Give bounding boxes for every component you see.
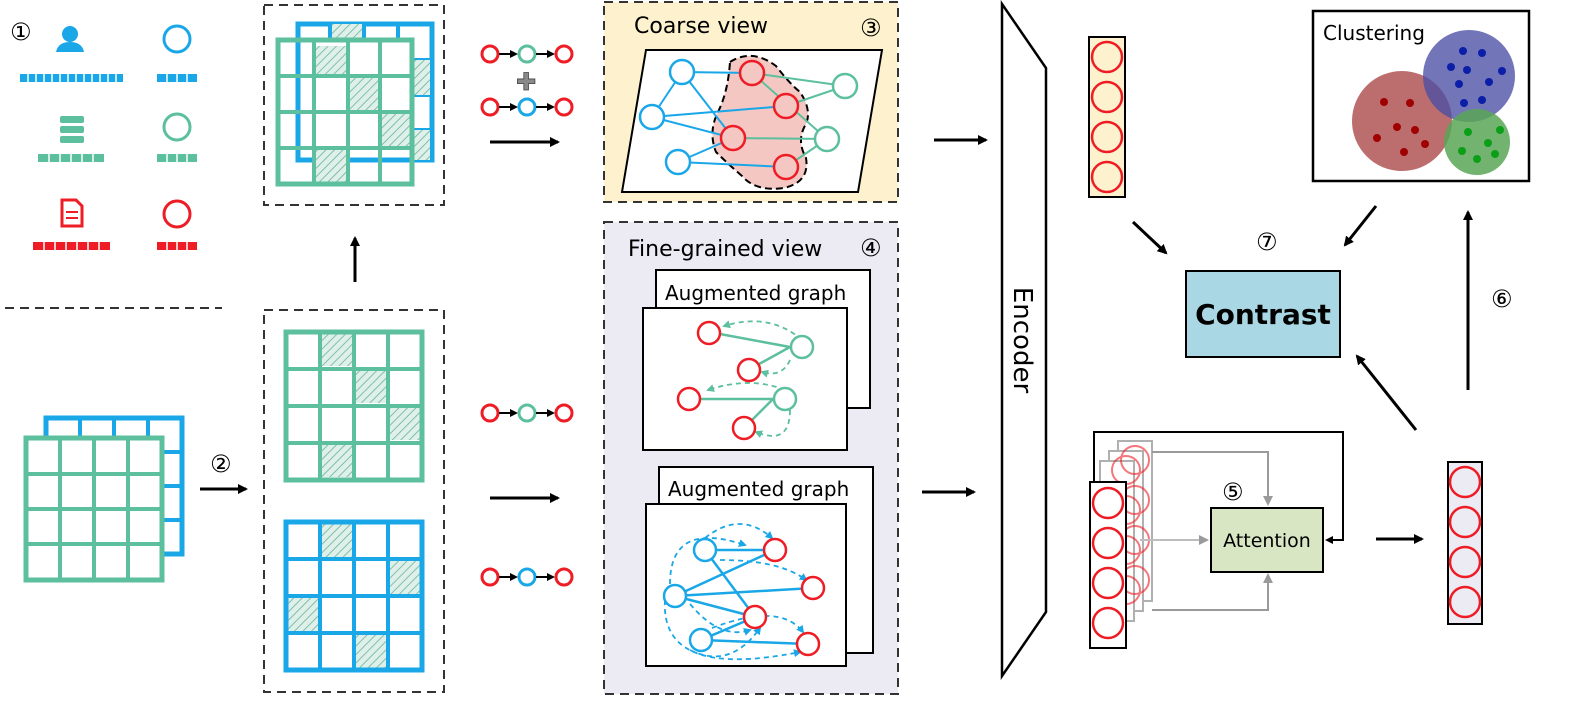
attention-module: Attention [1210,507,1324,573]
step-5-marker: ⑤ [1222,478,1244,506]
server-node-legend [162,112,192,142]
blue-matrix [283,519,425,673]
green-matrix [283,329,425,483]
augmented-graph-label-1: Augmented graph [665,281,846,305]
legend: ① [10,18,197,250]
encoder: Encoder [1000,0,1048,681]
cluster-green [1444,109,1510,175]
arrow-clustering-to-contrast [1343,205,1378,247]
fine-view-panel: Fine-grained view ④ Augmented graph Augm… [603,221,899,695]
contrast-label: Contrast [1195,298,1331,331]
fine-embedding-stack [1089,440,1153,649]
step-1-marker: ① [10,18,32,46]
fine-view-title: Fine-grained view [628,237,822,262]
coarse-embedding-vector [1088,36,1126,198]
metapath-matrices-box [263,309,445,693]
arrow-coarse-embedding-to-contrast [1131,220,1168,255]
server-icon [60,116,84,143]
coarse-view-panel: Coarse view ③ [603,1,899,203]
plus-icon: ✚ [516,68,536,96]
augmented-graph-label-2: Augmented graph [668,477,849,501]
coarse-view-title: Coarse view [634,14,768,39]
step-6-marker: ⑥ [1491,285,1513,313]
input-matrices [23,415,185,583]
fused-embedding-vector [1447,461,1483,625]
document-feature-bar [33,242,110,250]
metapath-chain-top-green [480,44,574,64]
attention-feeds [1093,431,1344,611]
merged-matrix [275,21,435,187]
step-4-marker: ④ [860,234,882,262]
metapath-chain-bottom-green [480,403,574,423]
arrow-fused-to-contrast [1355,354,1418,431]
user-feature-bar [20,74,123,82]
metapath-chain-bottom-blue [480,567,574,587]
step-2-marker: ② [210,450,232,478]
clustering-title: Clustering [1323,21,1425,45]
document-icon [60,198,84,228]
encoder-label: Encoder [1007,287,1037,394]
metapath-chain-top-blue [480,97,574,117]
step-3-marker: ③ [860,14,882,42]
cluster-blue [1423,30,1515,122]
step-7-marker: ⑦ [1256,228,1278,256]
merged-matrix-box [263,4,445,206]
contrast-module: Contrast [1185,270,1341,358]
user-icon [56,26,84,52]
attention-label: Attention [1223,530,1311,552]
document-node-legend [162,199,192,229]
clustering-panel: Clustering [1311,9,1531,183]
user-node-legend [162,24,192,54]
